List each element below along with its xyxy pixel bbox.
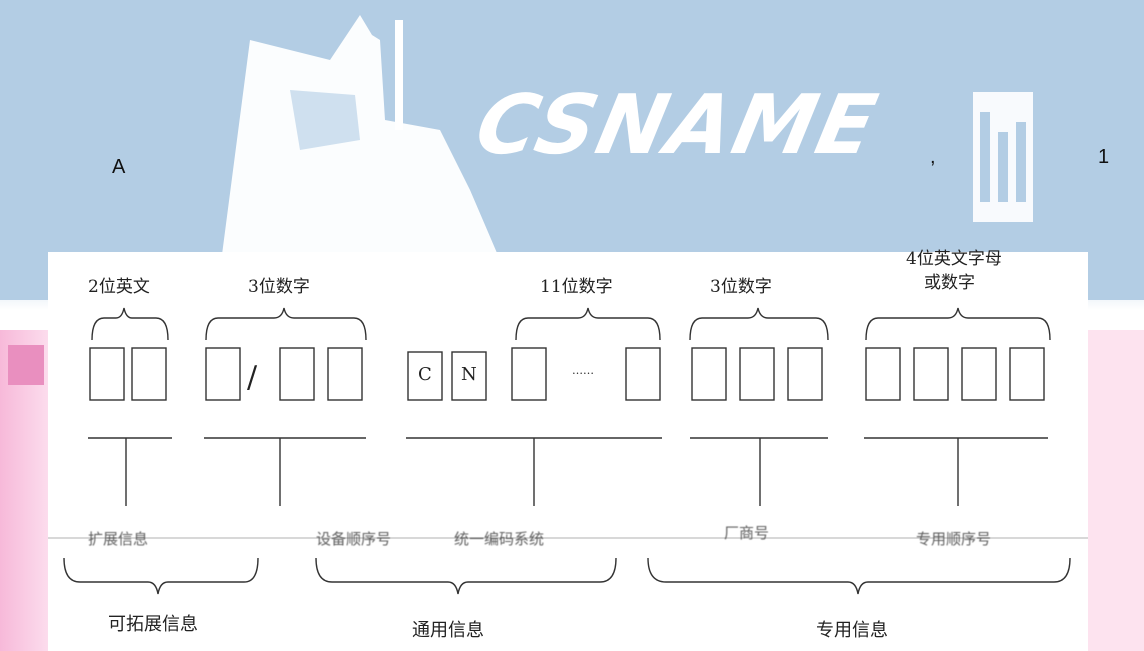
top-label-3-digits-a: 3位数字: [248, 277, 310, 297]
box-10: [787, 347, 823, 401]
top-label-11-digits: 11位数字: [540, 277, 613, 297]
box-2: [131, 347, 167, 401]
top-brace-1: [91, 307, 169, 341]
box-7: [625, 347, 661, 401]
box-ellipsis: ……: [572, 364, 594, 377]
box-11: [865, 347, 901, 401]
top-brace-3: [515, 307, 661, 341]
watermark-pink-right: [1088, 330, 1144, 651]
bottom-brace-3: [647, 557, 1071, 595]
top-brace-2: [205, 307, 367, 341]
box-letter-c: C: [418, 364, 432, 385]
watermark-brand-text: CSNAME: [467, 78, 887, 173]
box-3: [205, 347, 241, 401]
top-brace-5: [865, 307, 1051, 341]
box-12: [913, 347, 949, 401]
box-n: [451, 351, 487, 401]
corner-label-a: A: [112, 156, 126, 178]
top-label-2-letters: 2位英文: [88, 277, 150, 297]
box-4: [279, 347, 315, 401]
watermark-ship-graphic: [220, 15, 500, 270]
field-label-dedicated-seq: 专用顺序号: [916, 530, 992, 548]
box-c: [407, 351, 443, 401]
top-label-4-letters-line1: 4位英文字母: [906, 249, 1002, 269]
box-letter-n: N: [461, 364, 477, 385]
box-6: [511, 347, 547, 401]
field-label-coding-system: 统一编码系统: [454, 530, 545, 548]
box-9: [739, 347, 775, 401]
group-label-dedicated: 专用信息: [816, 620, 888, 641]
box-13: [961, 347, 997, 401]
watermark-glyph: [973, 92, 1033, 222]
diagram-panel: 2位英文 3位数字 11位数字 3位数字 4位英文字母 或数字 / C N ………: [48, 249, 1088, 651]
box-14: [1009, 347, 1045, 401]
field-label-extension: 扩展信息: [88, 530, 149, 548]
box-1: [89, 347, 125, 401]
bottom-brace-2: [315, 557, 617, 595]
watermark-pink-block: [8, 345, 44, 385]
corner-label-1: 1: [1098, 146, 1110, 168]
top-label-4-letters-line2: 或数字: [924, 273, 975, 293]
corner-comma: ,: [930, 146, 936, 168]
top-label-3-digits-b: 3位数字: [710, 277, 772, 297]
field-label-vendor: 厂商号: [724, 524, 770, 542]
diagram-lines: [48, 307, 1088, 595]
top-brace-4: [689, 307, 829, 341]
group-label-general: 通用信息: [412, 620, 484, 641]
box-5: [327, 347, 363, 401]
field-label-device-seq: 设备顺序号: [316, 530, 392, 548]
slash-separator: /: [247, 360, 258, 395]
group-label-extensible: 可拓展信息: [108, 614, 198, 635]
box-8: [691, 347, 727, 401]
bottom-brace-1: [63, 557, 259, 595]
